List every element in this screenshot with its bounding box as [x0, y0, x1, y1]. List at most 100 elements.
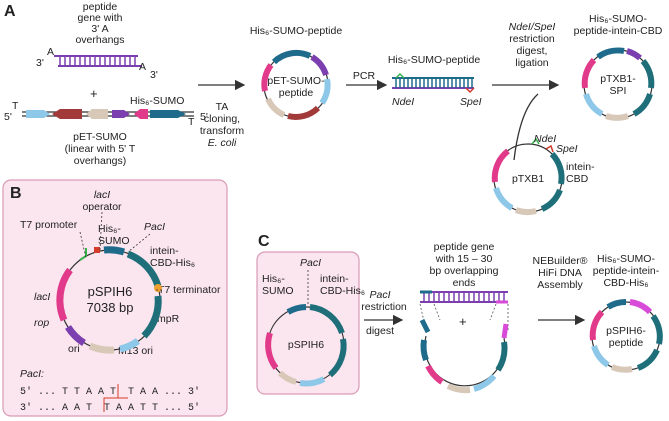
plasmid-pet-sumo-peptide	[261, 49, 331, 120]
pcr-product-label: His₆-SUMO-peptide	[388, 54, 481, 66]
c-paci-label: PacI	[300, 257, 321, 269]
plus-sign-c: +	[459, 314, 467, 329]
b-intein-2: CBD-His₆	[150, 257, 195, 269]
hifi-assembly-label: NEBuilder® HiFi DNA Assembly	[532, 255, 587, 291]
final-c-name-2: peptide	[609, 337, 644, 349]
svg-text:overhangs: overhangs	[75, 34, 124, 46]
ptxb1-spei-label: SpeI	[556, 143, 578, 155]
ptxb1-name: pTXB1	[512, 173, 544, 185]
peptide-gene-caption: peptide gene with 3' A overhangs	[75, 1, 124, 46]
pspih6-size: 7038 bp	[87, 300, 134, 315]
svg-text:ends: ends	[453, 277, 476, 289]
seq-bottom-left: 3' ... A A T	[20, 402, 92, 414]
c-peptide-gene-caption: peptide gene with 15 – 30 bp overlapping…	[430, 241, 499, 289]
svg-text:with 15 – 30: with 15 – 30	[435, 253, 493, 265]
panel-c-box	[256, 251, 360, 395]
end-5-left: 5'	[4, 111, 12, 123]
end-A-right: A	[139, 61, 146, 73]
panel-b-box	[2, 179, 228, 417]
pspih6-name: pSPIH6	[88, 284, 133, 299]
seq-bottom-right: T A A T T ... 5'	[104, 402, 200, 414]
linearized-pspih6	[419, 318, 509, 394]
final-c-name-1: pSPIH6-	[606, 325, 646, 337]
panel-c-label: C	[258, 233, 270, 250]
svg-text:overhangs): overhangs)	[74, 155, 127, 167]
final-a-name-1: pTXB1-	[600, 73, 636, 85]
svg-text:pET-SUMO: pET-SUMO	[73, 131, 127, 143]
b-laci-label: lacI	[34, 291, 50, 303]
end-T-left: T	[12, 100, 19, 112]
plasmid1-top-label: His₆-SUMO-peptide	[250, 25, 343, 37]
svg-text:HiFi DNA: HiFi DNA	[538, 267, 582, 279]
laci-operator-2: operator	[82, 201, 122, 213]
end-3-left: 3'	[36, 57, 44, 69]
plasmid-pspih6-peptide	[589, 298, 663, 373]
linear-pet-sumo	[22, 109, 194, 119]
c-pspih6-name: pSPIH6	[288, 339, 324, 351]
b-paci-label: PacI	[144, 221, 165, 233]
peptide-insert-dna	[54, 55, 142, 67]
svg-text:E. coli: E. coli	[208, 137, 237, 149]
ptxb1-intein-2: CBD	[566, 173, 589, 185]
plus-sign-a: +	[90, 86, 98, 101]
c-intein-2: CBD-His₆	[320, 285, 365, 297]
final-a-top-2: peptide-intein-CBD	[574, 25, 663, 37]
svg-text:PacI: PacI	[369, 289, 390, 301]
t7-promoter-leader	[79, 231, 87, 259]
ptxb1-ndei-label: NdeI	[534, 133, 556, 145]
panel-b-label: B	[10, 185, 22, 202]
svg-text:3' A: 3' A	[91, 23, 108, 35]
svg-text:TA: TA	[216, 101, 229, 113]
seq-top-left: 5' ... T T A A T	[20, 386, 116, 398]
svg-text:NEBuilder®: NEBuilder®	[532, 255, 587, 267]
paci-digest-label: PacI restriction digest	[361, 289, 407, 337]
ptxb1-intein-1: intein-	[566, 161, 595, 173]
t7-terminator-label: T7 terminator	[158, 284, 221, 296]
final-c-top-3: CBD-His₆	[603, 277, 648, 289]
end-T-right: T	[188, 116, 195, 128]
plasmid-ptxb1-spi	[581, 47, 655, 121]
svg-text:restriction: restriction	[361, 301, 407, 313]
svg-text:NdeI/SpeI: NdeI/SpeI	[509, 21, 556, 33]
ligation-label: NdeI/SpeI restriction digest, ligation	[509, 21, 556, 69]
rop-label: rop	[34, 317, 49, 329]
end-3-right: 3'	[150, 69, 158, 81]
pcr-label: PCR	[353, 70, 376, 82]
ori-label: ori	[68, 343, 80, 355]
spei-label: SpeI	[460, 96, 482, 108]
c-his-sumo-2: SUMO	[262, 285, 294, 297]
plasmid-pspih6-map	[56, 246, 162, 354]
c-intein-1: intein-	[320, 273, 349, 285]
laci-operator-1: lacI	[94, 189, 110, 201]
pet-sumo-caption: pET-SUMO (linear with 5' T overhangs)	[65, 131, 136, 167]
end-A-left: A	[47, 46, 54, 58]
arrow-ptxb1-join	[513, 93, 539, 161]
pcr-product-dna	[392, 72, 475, 94]
t7-promoter-label: T7 promoter	[20, 219, 78, 231]
c-peptide-insert-dna	[420, 290, 508, 304]
svg-text:gene with: gene with	[78, 12, 123, 24]
final-a-name-2: SPI	[610, 85, 627, 97]
plasmid1-name-2: peptide	[279, 87, 314, 99]
paci-leader	[127, 233, 151, 253]
svg-text:Assembly: Assembly	[537, 279, 583, 291]
svg-text:digest: digest	[366, 325, 394, 337]
final-c-top-2: peptide-intein-	[593, 265, 660, 277]
svg-text:transform: transform	[200, 125, 245, 137]
end-5-right: 5'	[200, 111, 208, 123]
ndei-label: NdeI	[392, 96, 414, 108]
svg-text:peptide gene: peptide gene	[434, 241, 495, 253]
final-a-top-1: His₆-SUMO-	[589, 13, 647, 25]
c-his-sumo-1: His₆-	[262, 273, 285, 285]
svg-text:ligation: ligation	[515, 57, 548, 69]
svg-text:peptide: peptide	[83, 1, 118, 13]
plasmid1-name-1: pET-SUMO-	[267, 75, 325, 87]
svg-text:digest,: digest,	[517, 45, 548, 57]
panel-a-label: A	[4, 3, 16, 20]
svg-text:restriction: restriction	[509, 33, 555, 45]
his-sumo-label: His₆-SUMO	[130, 95, 184, 107]
svg-text:(linear with 5' T: (linear with 5' T	[65, 143, 136, 155]
paci-site-label: PacI:	[20, 368, 44, 380]
svg-text:bp overlapping: bp overlapping	[430, 265, 499, 277]
